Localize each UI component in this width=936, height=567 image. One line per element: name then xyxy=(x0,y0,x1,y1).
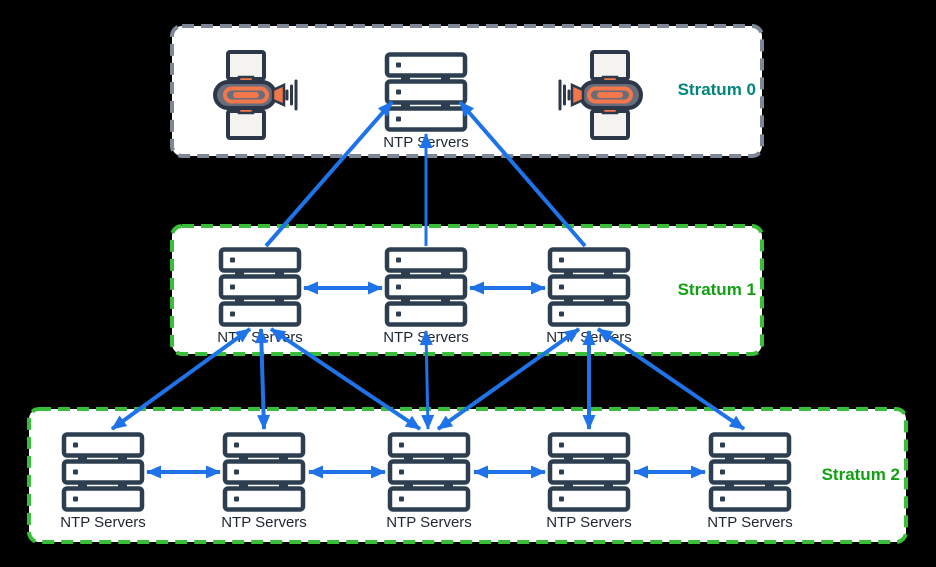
server-label: NTP Servers xyxy=(217,329,303,346)
server-label: NTP Servers xyxy=(546,514,632,531)
server-icon xyxy=(384,247,468,327)
server-node-s1b: NTP Servers xyxy=(383,247,469,346)
server-icon xyxy=(708,432,792,512)
satellite-icon xyxy=(213,50,298,140)
server-icon xyxy=(222,432,306,512)
server-node-s2d: NTP Servers xyxy=(546,432,632,531)
server-icon xyxy=(547,247,631,327)
satellite-node-sat-right xyxy=(558,49,658,141)
server-label: NTP Servers xyxy=(707,514,793,531)
server-node-s1c: NTP Servers xyxy=(546,247,632,346)
server-node-s0: NTP Servers xyxy=(383,52,469,151)
satellite-icon xyxy=(558,50,643,140)
server-label: NTP Servers xyxy=(383,329,469,346)
server-icon xyxy=(61,432,145,512)
satellite-node-sat-left xyxy=(198,49,298,141)
server-label: NTP Servers xyxy=(221,514,307,531)
server-label: NTP Servers xyxy=(383,134,469,151)
server-node-s2a: NTP Servers xyxy=(60,432,146,531)
server-label: NTP Servers xyxy=(60,514,146,531)
server-icon xyxy=(547,432,631,512)
server-node-s2c: NTP Servers xyxy=(386,432,472,531)
server-node-s2b: NTP Servers xyxy=(221,432,307,531)
server-icon xyxy=(218,247,302,327)
server-node-s2e: NTP Servers xyxy=(707,432,793,531)
server-label: NTP Servers xyxy=(546,329,632,346)
server-node-s1a: NTP Servers xyxy=(217,247,303,346)
server-label: NTP Servers xyxy=(386,514,472,531)
server-icon xyxy=(384,52,468,132)
server-icon xyxy=(387,432,471,512)
